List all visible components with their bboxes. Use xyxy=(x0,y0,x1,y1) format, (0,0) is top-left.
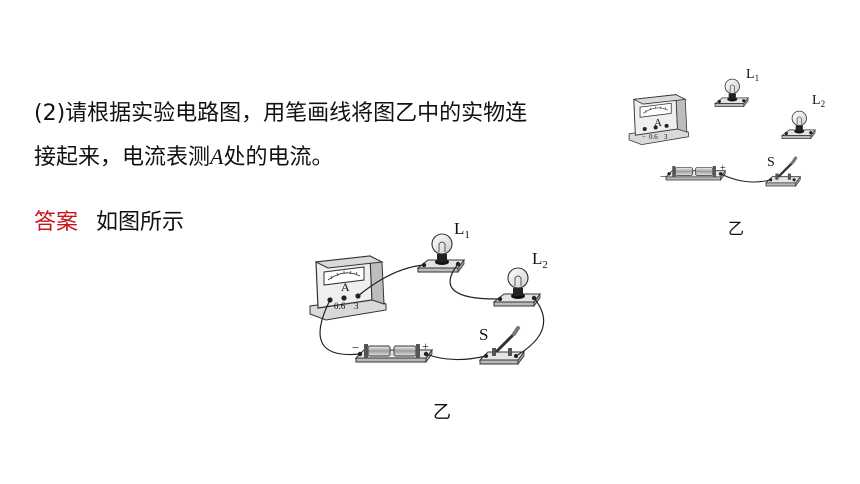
lamp-l1-small xyxy=(714,78,749,107)
wire-battery-to-switch xyxy=(425,353,487,361)
battery-plus-large: + xyxy=(422,339,429,353)
ammeter-terminal-minus-small: − xyxy=(642,133,646,141)
ammeter-letter-large: A xyxy=(341,280,350,294)
lamp-l1-label-small: L1 xyxy=(746,67,759,83)
wire-small-battery-switch xyxy=(720,173,771,183)
battery-minus-small: − xyxy=(660,171,666,183)
lamp-l2-label-small: L2 xyxy=(812,93,825,109)
question-line-2: 接起来，电流表测A处的电流。 xyxy=(34,144,334,170)
question-text: (2)请根据实验电路图，用笔画线将图乙中的实物连 接起来，电流表测A处的电流。 xyxy=(34,92,614,179)
answer-row: 答案如图所示 xyxy=(34,203,184,243)
lamp-l2-small xyxy=(781,110,816,139)
wire-ammeter-minus-to-battery xyxy=(319,299,361,356)
question-line-1: (2)请根据实验电路图，用笔画线将图乙中的实物连 xyxy=(34,101,528,126)
lamp-l2-large xyxy=(493,267,541,307)
ammeter-terminal-3-large: 3 xyxy=(354,301,359,311)
lamp-l1-large xyxy=(417,233,465,273)
figure-caption-small: 乙 xyxy=(728,221,744,238)
lamp-l2-label-large: L2 xyxy=(532,249,548,271)
switch-label-small: S xyxy=(767,155,775,170)
battery-plus-small: + xyxy=(720,163,726,174)
answer-label: 答案 xyxy=(34,210,79,235)
battery-minus-large: − xyxy=(352,340,359,355)
wire-l2-to-switch xyxy=(515,297,545,357)
ammeter-letter-small: A xyxy=(654,117,662,129)
wire-l1-to-l2 xyxy=(449,263,501,300)
lamp-l1-label-large: L1 xyxy=(454,219,470,241)
switch-label-large: S xyxy=(479,325,488,344)
ammeter-terminal-3-small: 3 xyxy=(664,133,668,141)
large-circuit-figure: A − 0.6 3 L1 L2 − + S 乙 xyxy=(309,219,548,422)
wire-ammeter-06-to-l1 xyxy=(357,264,425,297)
small-circuit-figure: A − 0.6 3 L1 L2 − + S 乙 xyxy=(628,67,825,238)
ammeter-terminal-06-large: 0.6 xyxy=(334,301,346,311)
figure-caption-large: 乙 xyxy=(433,402,451,422)
ammeter-terminal-06-small: 0.6 xyxy=(649,133,658,141)
point-a-variable: A xyxy=(210,144,224,169)
battery-large xyxy=(355,343,433,363)
battery-small xyxy=(665,165,726,181)
answer-text: 如图所示 xyxy=(96,210,185,235)
